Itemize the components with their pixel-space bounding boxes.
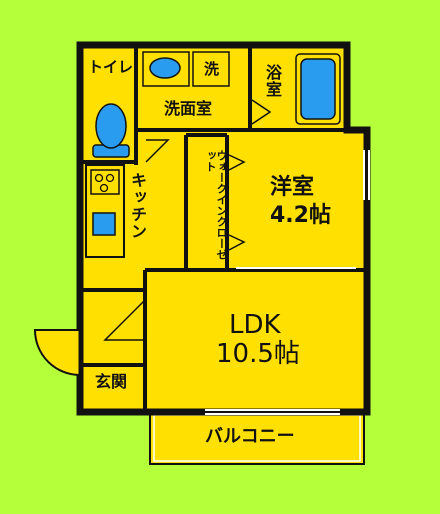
stove-burner-1 <box>94 173 104 183</box>
toilet-label: トイレ <box>88 58 134 76</box>
wash-basin <box>149 57 181 79</box>
washroom-label: 洗面室 <box>164 99 213 118</box>
bathtub-basin <box>300 58 336 120</box>
balcony-area <box>149 411 365 465</box>
walkin-closet-label: ウォークインクローゼット <box>204 150 228 260</box>
ldk-label: LDK <box>229 310 281 340</box>
toilet-bowl <box>95 103 127 149</box>
outer-wall <box>76 41 371 416</box>
building-floor <box>80 45 367 412</box>
western-room-size: 4.2帖 <box>270 203 331 228</box>
kitchen-label: キッチン <box>128 172 147 240</box>
door-swings <box>103 99 272 341</box>
entrance-label: 玄関 <box>95 372 128 391</box>
ldk-size: 10.5帖 <box>216 339 300 369</box>
stove <box>90 169 120 195</box>
entrance-door-swing <box>33 329 81 377</box>
washer-label: 洗 <box>204 60 220 78</box>
washer-space <box>192 51 230 87</box>
stove-burner-3 <box>99 183 109 193</box>
bath-label: 浴室 <box>263 64 282 98</box>
balcony-label: バルコニー <box>205 426 295 447</box>
stove-burner-2 <box>105 173 115 183</box>
window-marks <box>205 150 370 415</box>
kitchen-sink <box>92 212 116 236</box>
interior-walls <box>80 45 367 412</box>
western-room-label: 洋室 <box>270 175 315 200</box>
